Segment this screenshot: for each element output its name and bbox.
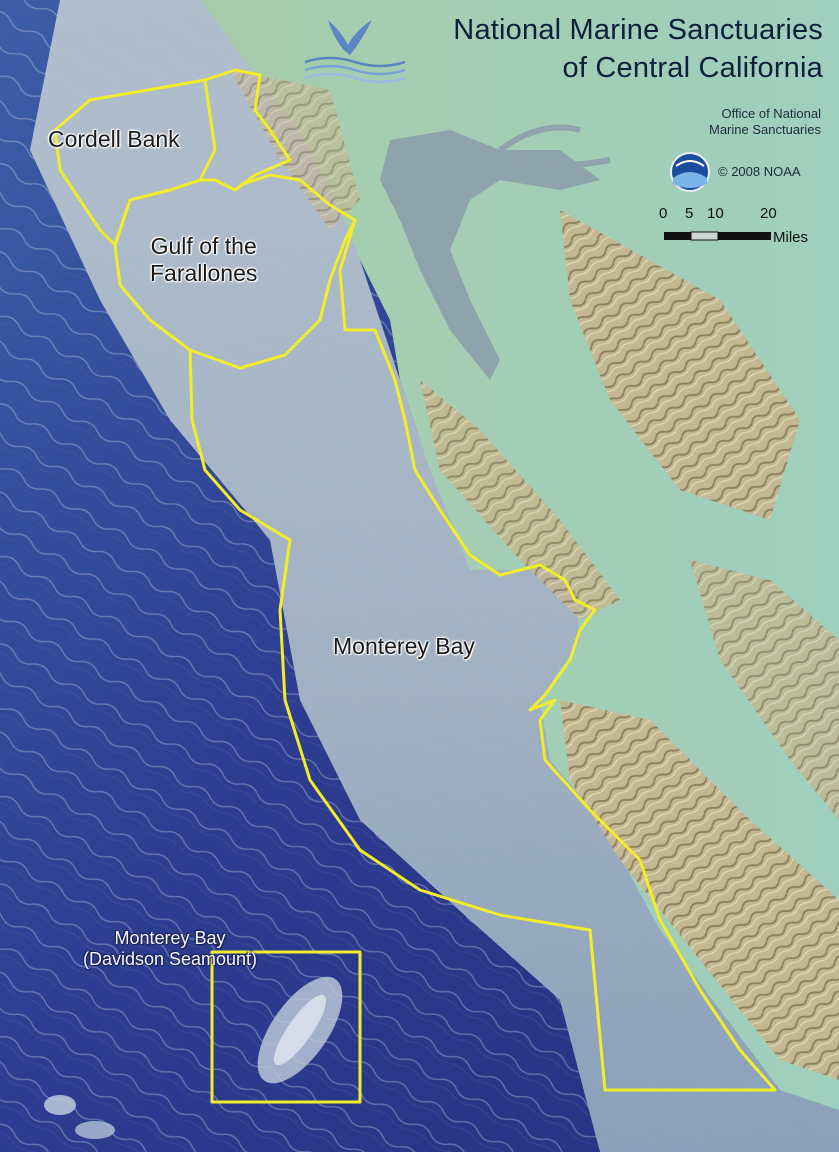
monterey-bay-boundary [188, 219, 777, 1092]
mountain-ridges-east [690, 560, 839, 820]
office-credit: Office of National Marine Sanctuaries [709, 106, 821, 138]
davidson-seamount-ridge [273, 994, 327, 1066]
scale-tick-20: 20 [760, 205, 777, 222]
label-monterey-bay: Monterey Bay [333, 633, 475, 659]
mountain-ridges-south [560, 700, 839, 1080]
copyright-notice: © 2008 NOAA [718, 164, 801, 179]
scale-tick-5: 5 [685, 205, 694, 222]
seamount-small-1 [44, 1095, 76, 1115]
label-gulf-line1: Gulf of the [150, 233, 257, 259]
label-davidson-seamount: Monterey Bay (Davidson Seamount) [50, 928, 290, 970]
label-cordell-bank: Cordell Bank [48, 126, 180, 152]
label-gulf-of-farallones: Gulf of the Farallones [150, 233, 257, 287]
map-title-line1: National Marine Sanctuaries [453, 14, 823, 46]
label-davidson-line1: Monterey Bay [114, 928, 226, 948]
scale-tick-10: 10 [707, 205, 724, 222]
map-title-line2: of Central California [562, 52, 823, 84]
san-francisco-bay [380, 130, 600, 380]
sanctuary-emblem-icon [304, 20, 406, 84]
seamount-small-2 [75, 1121, 115, 1139]
scale-tick-0: 0 [659, 205, 668, 222]
mountain-ridges-marin [230, 70, 360, 230]
label-gulf-line2: Farallones [150, 260, 258, 286]
mountain-ridges-north [560, 210, 800, 520]
office-line2: Marine Sanctuaries [709, 122, 821, 137]
scale-unit-label: Miles [773, 229, 809, 246]
delta-waterways [498, 124, 611, 168]
scale-bar [664, 231, 771, 241]
noaa-logo-icon [670, 152, 710, 192]
label-davidson-line2: (Davidson Seamount) [82, 949, 258, 969]
mountain-ridges-coastal [420, 380, 620, 620]
office-line1: Office of National [721, 106, 821, 121]
davidson-seamount-boundary [210, 950, 362, 1104]
